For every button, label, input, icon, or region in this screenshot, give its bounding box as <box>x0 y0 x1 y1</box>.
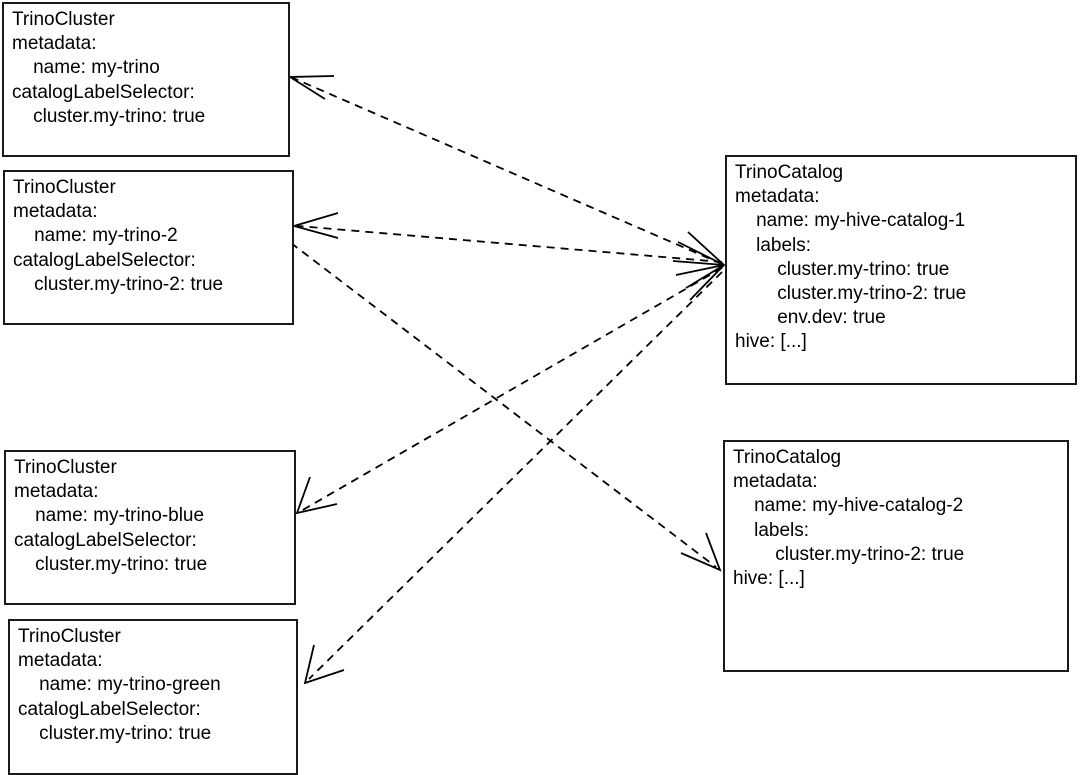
edge-line <box>292 77 723 265</box>
edge-catalog1-to-my-trino <box>286 75 723 265</box>
arrowhead-icon <box>303 644 345 685</box>
edge-line <box>308 271 723 680</box>
trinocluster-my-trino-text: TrinoCluster metadata: name: my-trino ca… <box>12 9 206 127</box>
hub-arrowheads <box>672 231 726 301</box>
trinocluster-my-trino-2-text: TrinoCluster metadata: name: my-trino-2 … <box>13 177 224 295</box>
arrowhead-icon <box>675 264 725 289</box>
trinocluster-my-trino-green[interactable]: TrinoCluster metadata: name: my-trino-gr… <box>8 619 298 775</box>
trinocatalog-my-hive-catalog-1[interactable]: TrinoCatalog metadata: name: my-hive-cat… <box>725 155 1077 385</box>
edge-line <box>290 242 717 568</box>
edge-line <box>300 267 723 512</box>
arrowhead-icon <box>680 532 722 572</box>
trinocluster-my-trino[interactable]: TrinoCluster metadata: name: my-trino ca… <box>2 2 290 157</box>
arrowhead-icon <box>687 231 726 301</box>
trinocluster-my-trino-2[interactable]: TrinoCluster metadata: name: my-trino-2 … <box>3 170 294 325</box>
trinocluster-my-trino-blue[interactable]: TrinoCluster metadata: name: my-trino-bl… <box>4 450 296 605</box>
trinocatalog-my-hive-catalog-1-text: TrinoCatalog metadata: name: my-hive-cat… <box>735 162 967 353</box>
arrowhead-icon <box>672 241 725 266</box>
edge-line <box>297 225 723 263</box>
edge-catalog1-to-my-trino-blue <box>295 267 723 515</box>
trinocluster-my-trino-green-text: TrinoCluster metadata: name: my-trino-gr… <box>18 626 221 744</box>
edge-catalog1-to-my-trino-2 <box>290 212 723 263</box>
arrowhead-icon <box>290 212 339 239</box>
trinocluster-my-trino-blue-text: TrinoCluster metadata: name: my-trino-bl… <box>14 457 208 575</box>
trinocatalog-my-hive-catalog-2-text: TrinoCatalog metadata: name: my-hive-cat… <box>733 447 965 590</box>
edge-catalog1-to-my-trino-green <box>303 271 723 685</box>
edge-my-trino-2-to-catalog2 <box>290 242 722 572</box>
arrowhead-icon <box>286 75 335 100</box>
trinocatalog-my-hive-catalog-2[interactable]: TrinoCatalog metadata: name: my-hive-cat… <box>723 440 1069 672</box>
arrowhead-icon <box>295 476 338 515</box>
